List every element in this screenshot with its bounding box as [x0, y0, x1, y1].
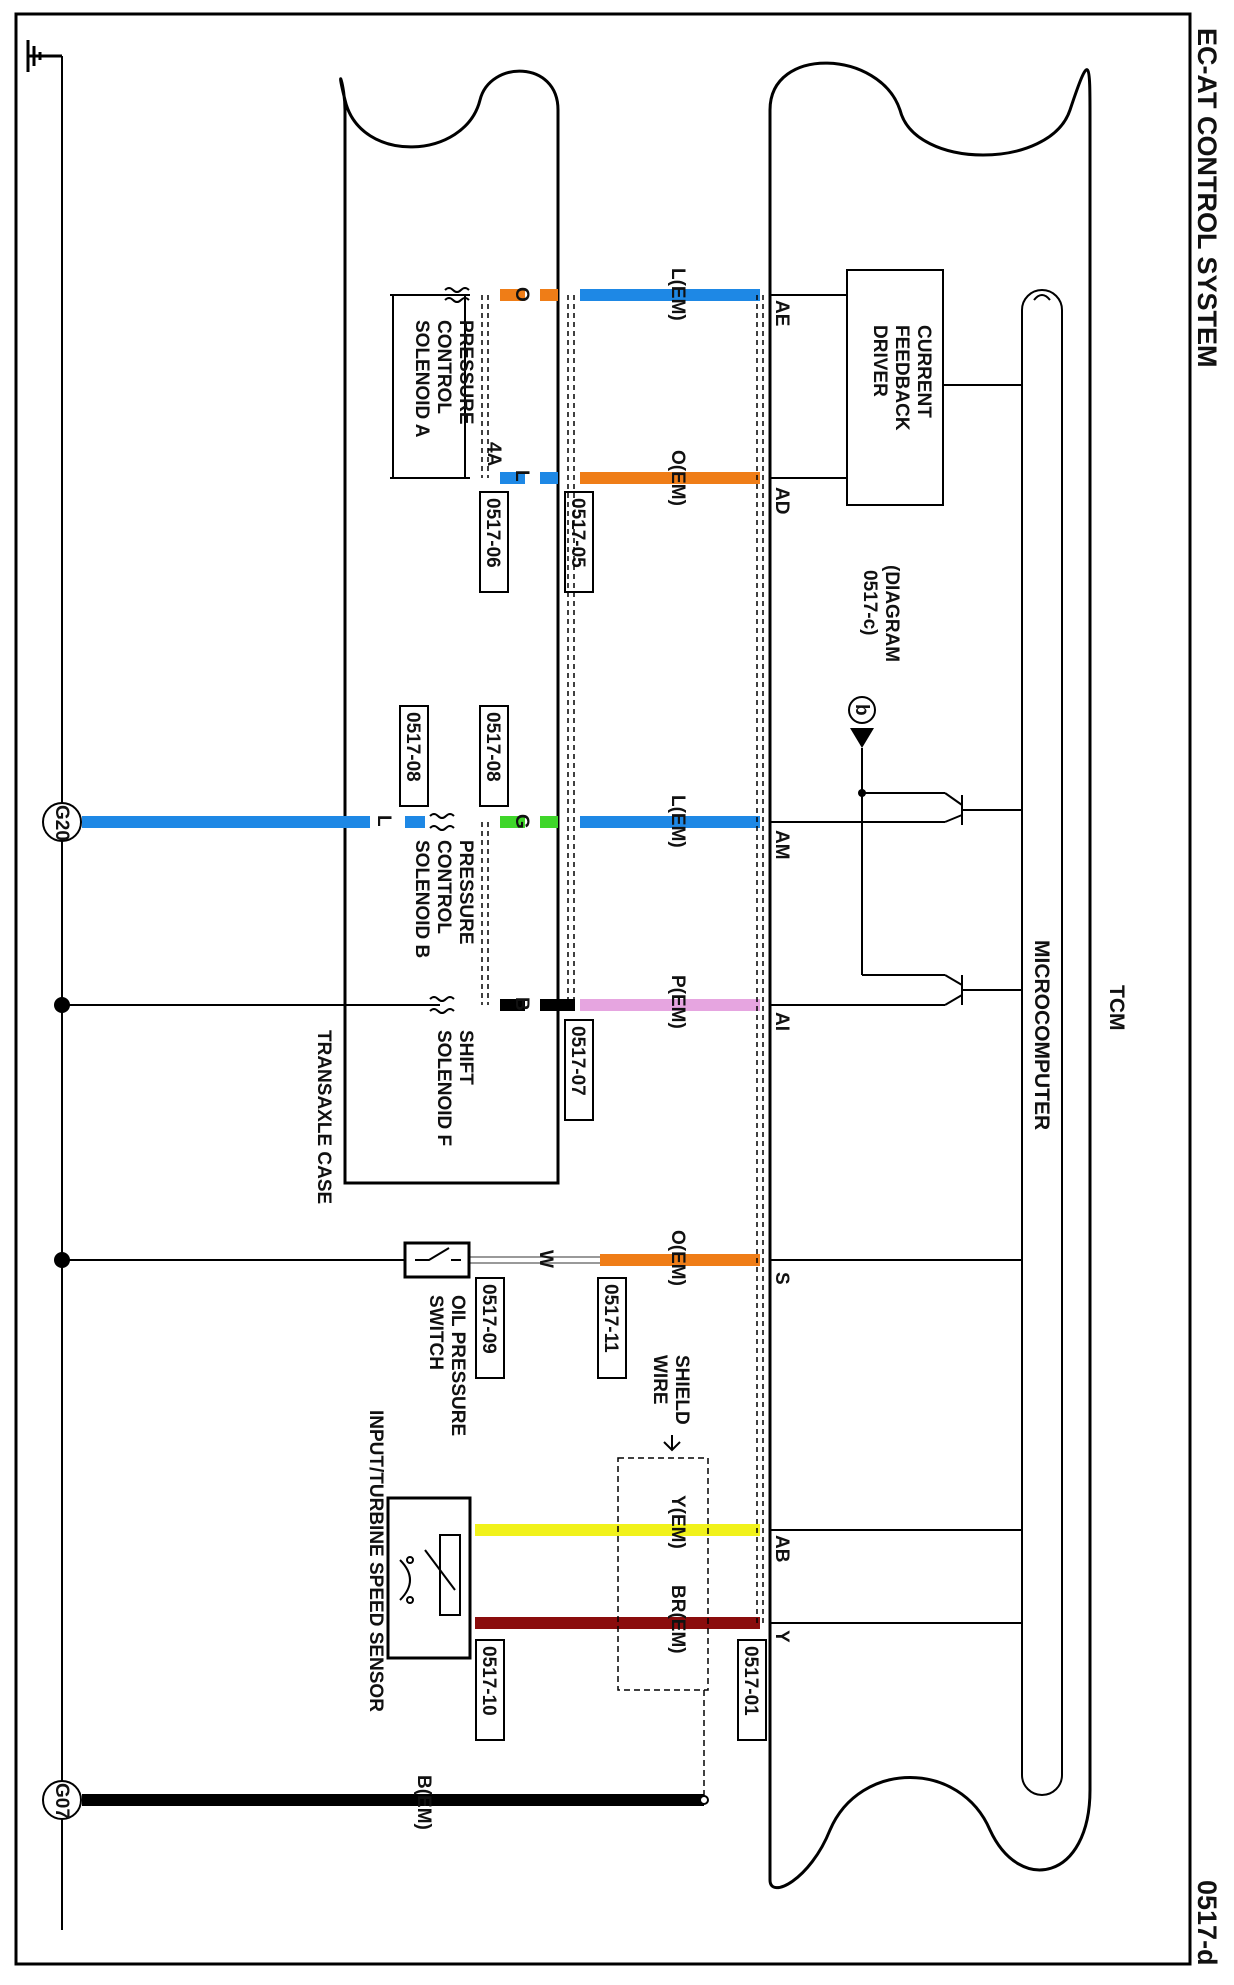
connector-0517-01: 0517-01: [737, 1639, 767, 1741]
connector-label: 0517-10: [478, 1646, 499, 1716]
transaxle-case-label: TRANSAXLE CASE: [313, 1030, 334, 1204]
pin-g: G: [511, 814, 532, 829]
connector-label: 0517-05: [567, 498, 588, 568]
shield-label-2: WIRE: [649, 1355, 670, 1405]
speed-sensor: [386, 1496, 472, 1660]
solenoid-a-label-2: CONTROL: [433, 320, 454, 414]
microcomputer-label: MICROCOMPUTER: [1030, 940, 1053, 1130]
connector-label: 0517-07: [567, 1026, 588, 1096]
connector-0517-06: 0517-06: [479, 491, 509, 593]
solenoid-f-label-2: SOLENOID F: [433, 1030, 454, 1146]
ground-junction: [54, 1252, 70, 1268]
current-feedback-driver: [846, 269, 944, 506]
pin-l: L: [511, 470, 532, 482]
shield-box: [617, 1457, 709, 1691]
transaxle-case-block: [339, 69, 560, 1185]
terminal-ae: AE: [771, 300, 792, 326]
solenoid-b-label-1: PRESSURE: [455, 840, 476, 945]
solenoid-coil-icon: [429, 996, 455, 1014]
connector-label: 0517-01: [740, 1646, 761, 1716]
ground-g20-label: G20: [51, 805, 72, 841]
connector-0517-08a: 0517-08: [479, 705, 509, 807]
connector-0517-05: 0517-05: [564, 491, 594, 593]
shield-node: [699, 1795, 709, 1805]
terminal-s: S: [771, 1272, 792, 1285]
solenoid-a-label-1: PRESSURE: [455, 320, 476, 425]
diagram-ref-2: 0517-c): [859, 570, 880, 636]
arrow-down-icon: [663, 1435, 681, 1452]
connector-guides: [481, 295, 764, 1623]
solenoid-f-label-1: SHIFT: [455, 1030, 476, 1085]
connector-0517-11: 0517-11: [597, 1277, 627, 1379]
connector-label: 0517-09: [478, 1284, 499, 1354]
oil-switch-label-2: SWITCH: [425, 1295, 446, 1370]
solenoid-b-label-3: SOLENOID B: [411, 840, 432, 958]
wire-label-ae: L(EM): [667, 268, 688, 321]
wire-label-ai: P(EM): [667, 975, 688, 1029]
terminal-ad: AD: [771, 487, 792, 514]
pin-4a: 4A: [483, 442, 504, 467]
ground-symbol-icon: [26, 40, 62, 72]
pin-b: B: [511, 997, 532, 1011]
connector-label: 0517-11: [600, 1284, 621, 1353]
connector-0517-09: 0517-09: [475, 1277, 505, 1379]
ground-junction: [54, 997, 70, 1013]
solenoid-a-label-3: SOLENOID A: [411, 320, 432, 438]
wire-s: [62, 1254, 760, 1266]
driver-label-2: FEEDBACK: [891, 325, 912, 431]
driver-label-3: DRIVER: [869, 325, 890, 397]
page-title: EC-AT CONTROL SYSTEM: [1192, 28, 1222, 368]
connector-0517-07: 0517-07: [564, 1019, 594, 1121]
sensor-label: INPUT/TURBINE SPEED SENSOR: [365, 1410, 386, 1712]
connector-0517-08b: 0517-08: [399, 705, 429, 807]
arrow-down-icon: [850, 728, 874, 748]
ground-g20: [42, 802, 82, 842]
connector-label: 0517-08: [482, 712, 503, 782]
wire-label-ad: O(EM): [667, 450, 688, 506]
oil-switch-label-1: OIL PRESSURE: [447, 1295, 468, 1436]
page-border: [14, 12, 1192, 1966]
solenoid-coil-icon: [444, 287, 470, 303]
tcm-internal-links: [770, 294, 1022, 1624]
wire-label-am: L(EM): [667, 795, 688, 848]
microcomputer-cap-top: [1033, 294, 1051, 301]
transistor-icon: [770, 974, 1022, 1006]
wire-label-ground: B(EM): [413, 1775, 434, 1830]
solenoid-a-frame: [392, 294, 466, 479]
driver-label-1: CURRENT: [913, 325, 934, 418]
ground-g07-label: G07: [51, 1783, 72, 1819]
terminal-y: Y: [771, 1630, 792, 1643]
connector-label: 0517-06: [482, 498, 503, 568]
pin-w: W: [535, 1250, 556, 1268]
connector-label: 0517-08: [402, 712, 423, 782]
pin-o: O: [511, 287, 532, 302]
microcomputer-bar: [1021, 289, 1063, 1796]
tcm-label: TCM: [1105, 985, 1128, 1031]
ref-b-label: b: [851, 704, 872, 716]
diagram-ref-1: (DIAGRAM: [881, 565, 902, 662]
terminal-ai: AI: [771, 1012, 792, 1031]
sensor-icon: [399, 1534, 461, 1616]
solenoid-b-label-2: CONTROL: [433, 840, 454, 934]
terminal-ab: AB: [771, 1535, 792, 1562]
pin-l2: L: [373, 815, 394, 827]
page-id: 0517-d: [1192, 1880, 1222, 1966]
wire-label-ab: Y(EM): [667, 1495, 688, 1549]
shield-label-1: SHIELD: [671, 1355, 692, 1425]
switch-contact: [415, 1247, 461, 1261]
solenoid-coil-icon: [429, 813, 455, 831]
terminal-am: AM: [771, 830, 792, 860]
ground-g07: [42, 1780, 82, 1820]
transistor-icon: [770, 792, 1022, 825]
wire-label-s: O(EM): [667, 1230, 688, 1286]
wire-label-y: BR(EM): [667, 1585, 688, 1654]
connector-0517-10: 0517-10: [475, 1639, 505, 1741]
ref-b-circle: [848, 696, 876, 724]
